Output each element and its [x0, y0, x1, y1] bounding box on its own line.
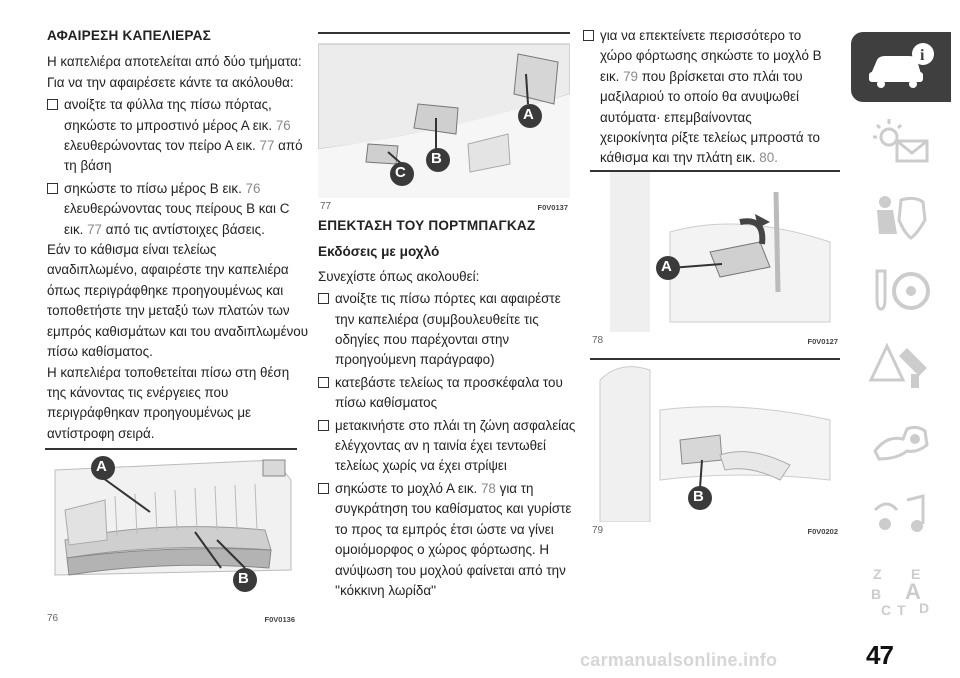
paragraph: Η καπελιέρα τοποθετείται πίσω στη θέση τ… — [47, 364, 290, 441]
list-item: ανοίξτε τα φύλλα της πίσω πόρτας, σηκώστ… — [47, 95, 309, 177]
svg-text:B: B — [871, 586, 881, 602]
section-heading-remove-shelf: ΑΦΑΙΡΕΣΗ ΚΑΠΕΛΙΕΡΑΣ — [47, 28, 211, 43]
bullet-text: ελευθερώνοντας τους πείρους Β και C εικ. — [64, 201, 290, 237]
figure-78-illustration — [590, 172, 840, 332]
figure-79-label-b: B — [693, 488, 704, 505]
tab-car-info[interactable]: i — [851, 32, 951, 102]
bullet-text: μετακινήστε στο πλάι τη ζώνη ασφαλείας ε… — [335, 417, 576, 474]
bullet-text: ανοίξτε τα φύλλα της πίσω πόρτας, σηκώστ… — [64, 97, 273, 133]
bullet-box-icon — [583, 30, 594, 41]
bullet-text: κατεβάστε τελείως τα προσκέφαλα του πίσω… — [335, 374, 563, 411]
maintenance-icon — [873, 425, 929, 461]
bullet-text: σηκώστε το πίσω μέρος Β εικ. — [64, 180, 242, 196]
bullet-text: για να επεκτείνετε περισσότερο το χώρο φ… — [600, 28, 822, 84]
figure-76: A B 76 F0V0136 — [45, 448, 297, 626]
column-left: ΑΦΑΙΡΕΣΗ ΚΑΠΕΛΙΕΡΑΣ Η καπελιέρα αποτελεί… — [47, 26, 309, 444]
figure-79: B 79 F0V0202 — [590, 358, 840, 538]
chapter-sidebar: i — [851, 32, 951, 632]
list-item: κατεβάστε τελείως τα προσκέφαλα του πίσω… — [318, 373, 576, 414]
figure-76-illustration — [45, 450, 297, 610]
figure-78-label-a: A — [661, 258, 672, 275]
svg-text:i: i — [920, 47, 925, 64]
tab-index[interactable]: Z E B A C T D — [851, 557, 951, 627]
figure-ref[interactable]: 79 — [623, 68, 639, 84]
figure-77-label-a: A — [523, 106, 534, 123]
svg-text:T: T — [897, 602, 906, 618]
driving-icon — [875, 269, 930, 311]
figure-77-label-b: B — [431, 150, 442, 167]
bullet-box-icon — [318, 376, 329, 388]
bullet-text: που βρίσκεται στο πλάι του μαξιλαριού το… — [600, 68, 820, 166]
bullet-text: σηκώστε το μοχλό Α εικ. — [335, 480, 478, 496]
index-icon: Z E B A C T D — [871, 566, 929, 618]
paragraph: Εάν το κάθισμα είναι τελείως αναδιπλωμέν… — [47, 242, 309, 360]
figure-code: F0V0137 — [537, 203, 568, 212]
svg-text:C: C — [881, 602, 891, 618]
svg-text:Z: Z — [873, 566, 882, 582]
column-right: για να επεκτείνετε περισσότερο το χώρο φ… — [583, 26, 823, 169]
intro-paragraph: Η καπελιέρα αποτελείται από δύο τμήματα:… — [47, 54, 302, 90]
list-item: ανοίξτε τις πίσω πόρτες και αφαιρέστε τη… — [318, 289, 576, 371]
car-info-icon: i — [869, 43, 934, 88]
watermark-text: carmanualsonline.info — [580, 650, 778, 670]
svg-text:A: A — [905, 579, 921, 604]
list-item: σηκώστε το πίσω μέρος Β εικ. 76 ελευθερώ… — [47, 179, 309, 240]
figure-76-label-a: A — [96, 458, 107, 475]
figure-number: 76 — [47, 613, 59, 624]
bullet-box-icon — [47, 182, 58, 194]
bullet-text: ανοίξτε τις πίσω πόρτες και αφαιρέστε τη… — [335, 291, 561, 368]
figure-ref[interactable]: 77 — [87, 221, 103, 237]
bullet-box-icon — [318, 293, 329, 305]
figure-77-illustration — [318, 34, 570, 198]
svg-text:E: E — [911, 566, 920, 582]
tab-driving[interactable] — [851, 257, 951, 327]
tab-warning-lights[interactable] — [851, 107, 951, 177]
figure-number: 77 — [320, 201, 332, 212]
page-number: 47 — [866, 640, 894, 670]
intro-paragraph: Συνεχίστε όπως ακολουθεί: — [318, 268, 480, 284]
bullet-box-icon — [318, 419, 329, 431]
list-item: σηκώστε το μοχλό Α εικ. 78 για τη συγκρά… — [318, 479, 576, 601]
figure-code: F0V0127 — [807, 337, 838, 346]
figure-ref[interactable]: 76 — [245, 180, 261, 196]
figure-code: F0V0136 — [264, 615, 295, 624]
multimedia-icon — [873, 494, 925, 532]
tab-safety[interactable] — [851, 182, 951, 252]
figure-number: 78 — [592, 335, 604, 346]
list-item: για να επεκτείνετε περισσότερο το χώρο φ… — [583, 26, 823, 169]
section-heading-extend-trunk: ΕΠΕΚΤΑΣΗ ΤΟΥ ΠΟΡΤΜΠΑΓΚΑΖ — [318, 218, 536, 233]
bullet-text: από τις αντίστοιχες βάσεις. — [105, 221, 265, 237]
figure-ref[interactable]: 80. — [759, 150, 778, 166]
bullet-text: από τη βάση — [64, 138, 303, 174]
bullet-text: για τη συγκράτηση του καθίσματος και γυρ… — [335, 480, 572, 598]
figure-77-caption: 77 F0V0137 — [318, 198, 570, 214]
figure-78-caption: 78 F0V0127 — [590, 332, 840, 348]
list-item: μετακινήστε στο πλάι τη ζώνη ασφαλείας ε… — [318, 416, 576, 477]
figure-77: A B C 77 F0V0137 — [318, 32, 570, 214]
figure-number: 79 — [592, 525, 604, 536]
figure-76-caption: 76 F0V0136 — [45, 610, 297, 626]
bullet-text: ελευθερώνοντας τον πείρο Α εικ. — [64, 138, 256, 154]
tab-emergency[interactable] — [851, 332, 951, 402]
safety-icon — [877, 196, 927, 240]
figure-78: A 78 F0V0127 — [590, 170, 840, 348]
bullet-box-icon — [47, 99, 58, 111]
column-middle: ΕΠΕΚΤΑΣΗ ΤΟΥ ΠΟΡΤΜΠΑΓΚΑΖ Εκδόσεις με μοχ… — [318, 216, 576, 601]
svg-text:D: D — [919, 600, 929, 616]
figure-77-label-c: C — [395, 164, 406, 181]
figure-79-caption: 79 F0V0202 — [590, 522, 840, 538]
figure-ref[interactable]: 76 — [275, 117, 291, 133]
bullet-box-icon — [318, 482, 329, 494]
figure-ref[interactable]: 77 — [259, 138, 275, 154]
figure-76-label-b: B — [238, 570, 249, 587]
figure-code: F0V0202 — [807, 527, 838, 536]
emergency-icon — [868, 342, 927, 388]
figure-79-illustration — [590, 360, 840, 522]
tab-multimedia[interactable] — [851, 482, 951, 552]
warning-lights-icon — [873, 119, 929, 163]
tab-maintenance[interactable] — [851, 407, 951, 477]
figure-ref[interactable]: 78 — [480, 480, 496, 496]
subheading-lever-versions: Εκδόσεις με μοχλό — [318, 244, 440, 260]
